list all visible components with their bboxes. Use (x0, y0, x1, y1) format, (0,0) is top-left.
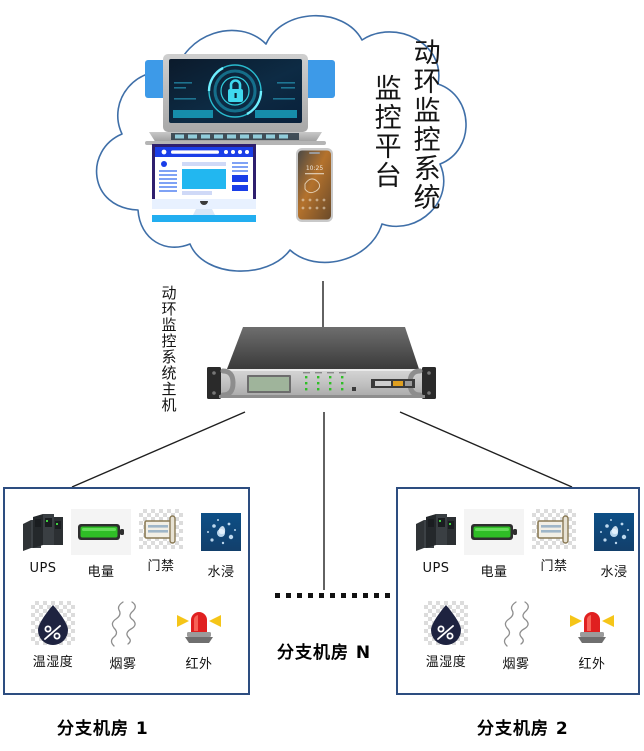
sensor-label: 烟雾 (502, 657, 530, 672)
host-label: 动环监控系统主机 (159, 285, 178, 413)
rack-server-icon (205, 325, 438, 411)
sensor-smoke[interactable]: 烟雾 (486, 601, 546, 672)
dot (385, 593, 390, 598)
sensor-infrared[interactable]: 红外 (562, 601, 622, 672)
branch-room-n-caption: 分支机房 N (277, 643, 372, 663)
dot (319, 593, 324, 598)
sensor-battery[interactable]: 电量 (464, 509, 524, 580)
laptop-security-icon (143, 52, 328, 147)
sensor-label: 红外 (578, 657, 606, 672)
sensor-humidity[interactable]: 温湿度 (23, 601, 83, 670)
dot (352, 593, 357, 598)
svg-text:10:25: 10:25 (306, 165, 323, 172)
dot (341, 593, 346, 598)
sensor-label: 烟雾 (109, 657, 137, 672)
battery-icon (71, 509, 131, 555)
sensor-label: 水浸 (207, 565, 235, 580)
imac-monitor-icon (152, 144, 256, 222)
smoke-icon (93, 601, 153, 647)
sensor-access[interactable]: 门禁 (524, 509, 584, 574)
dot (363, 593, 368, 598)
battery-icon (464, 509, 524, 555)
branch-room-2-box: UPS 电量 (396, 487, 640, 695)
sensor-smoke[interactable]: 烟雾 (93, 601, 153, 672)
sensor-label: 门禁 (147, 559, 175, 574)
sensor-humidity[interactable]: 温湿度 (416, 601, 476, 670)
water-leak-icon (584, 509, 644, 555)
dot (330, 593, 335, 598)
sensor-grid-1: UPS 电量 (5, 489, 248, 693)
platform-title-sub: 监控平台 (369, 74, 401, 190)
infrared-alarm-icon (562, 601, 622, 647)
dot (286, 593, 291, 598)
sensor-label: 温湿度 (32, 655, 74, 670)
branch-room-1-caption: 分支机房 1 (57, 719, 149, 739)
platform-title-main: 动环监控系统 (408, 38, 440, 212)
branch-room-1-box: UPS 电量 (3, 487, 250, 695)
sensor-access[interactable]: 门禁 (131, 509, 191, 574)
ups-cabinet-icon (13, 509, 73, 555)
sensor-label: 水浸 (600, 565, 628, 580)
branch-room-2-caption: 分支机房 2 (477, 719, 569, 739)
sensor-label: 温湿度 (425, 655, 467, 670)
smartphone-icon: 10:25 (296, 148, 333, 222)
sensor-infrared[interactable]: 红外 (169, 601, 229, 672)
sensor-water[interactable]: 水浸 (191, 509, 251, 580)
water-leak-icon (191, 509, 251, 555)
sensor-battery[interactable]: 电量 (71, 509, 131, 580)
sensor-water[interactable]: 水浸 (584, 509, 644, 580)
dot (275, 593, 280, 598)
sensor-label: 红外 (185, 657, 213, 672)
sensor-ups[interactable]: UPS (13, 509, 73, 576)
sensor-label: 电量 (480, 565, 508, 580)
smoke-icon (486, 601, 546, 647)
dot (297, 593, 302, 598)
temp-humidity-icon (31, 601, 75, 645)
sensor-grid-2: UPS 电量 (398, 489, 638, 693)
temp-humidity-icon (424, 601, 468, 645)
sensor-label: UPS (422, 561, 450, 576)
access-card-icon (139, 509, 183, 549)
branch-ellipsis-dots (275, 593, 390, 598)
infrared-alarm-icon (169, 601, 229, 647)
sensor-label: 门禁 (540, 559, 568, 574)
dot (374, 593, 379, 598)
ups-cabinet-icon (406, 509, 466, 555)
sensor-label: UPS (29, 561, 57, 576)
sensor-label: 电量 (87, 565, 115, 580)
dot (308, 593, 313, 598)
sensor-ups[interactable]: UPS (406, 509, 466, 576)
access-card-icon (532, 509, 576, 549)
